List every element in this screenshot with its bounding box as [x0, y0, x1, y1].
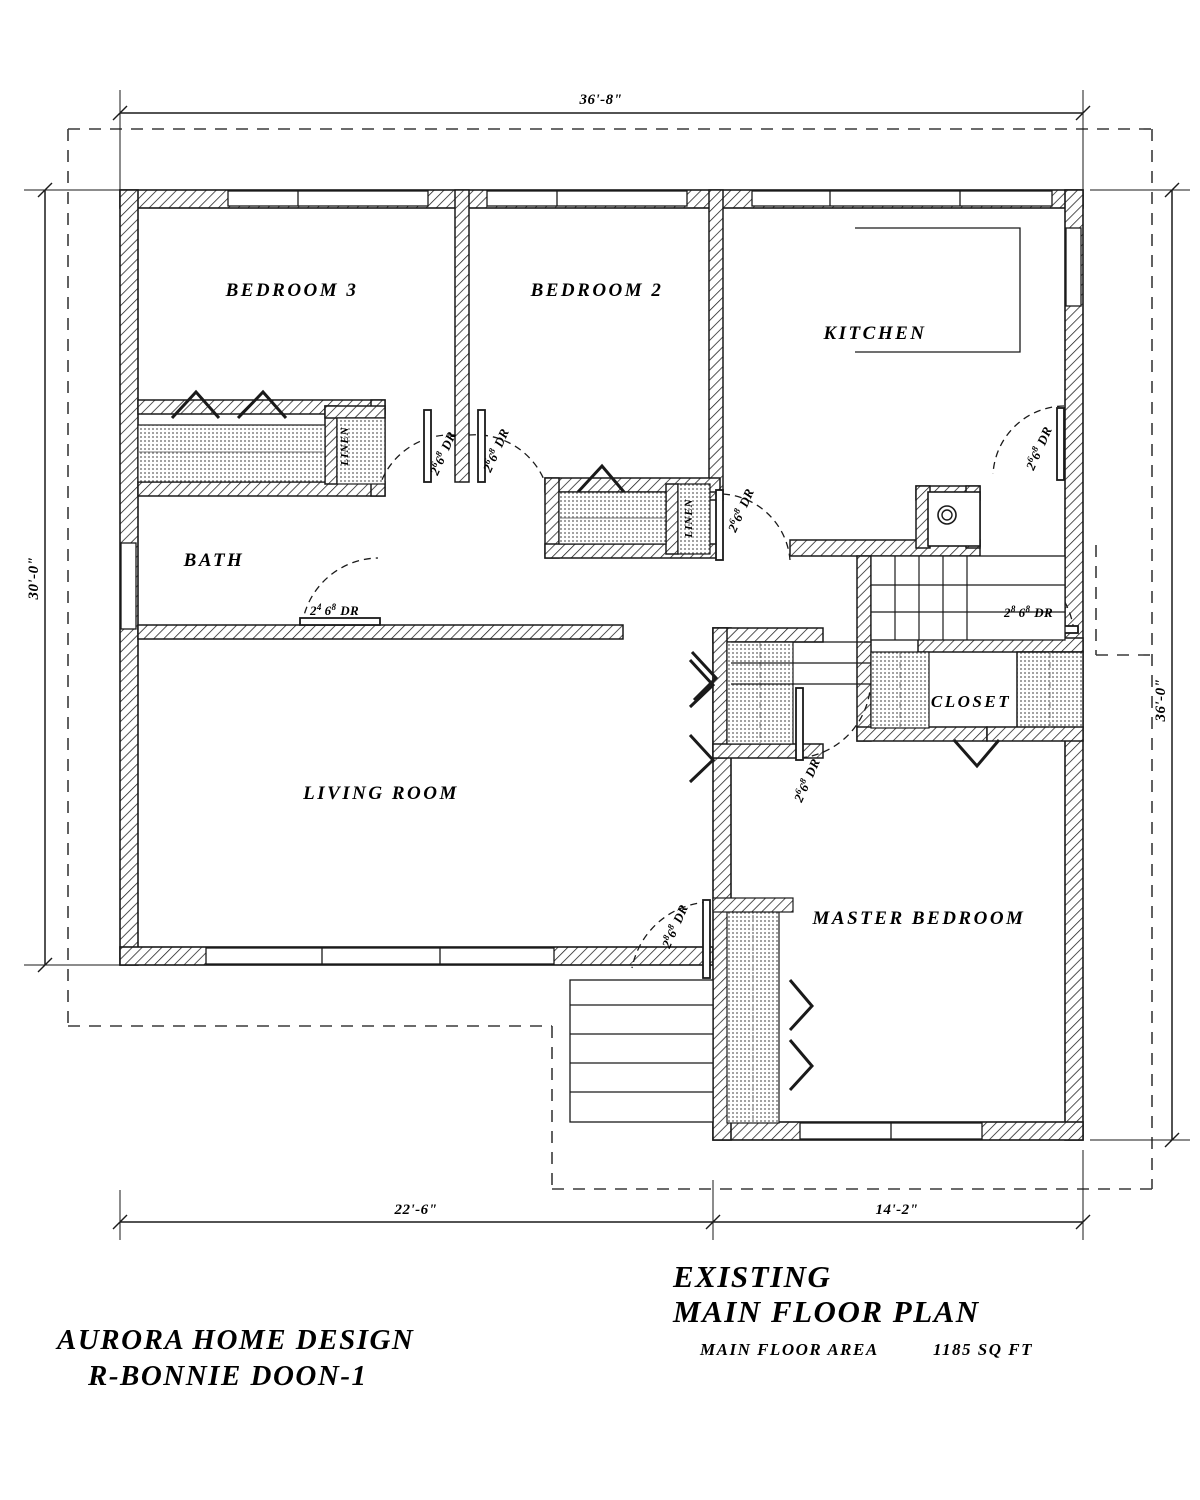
room-label-living-room: LIVING ROOM [302, 783, 459, 804]
door-label-linen2: 2668DR [723, 486, 757, 535]
plan-title-line2: MAIN FLOOR PLAN [672, 1294, 980, 1329]
dimension-bottom-left: 22'-6" [394, 1202, 438, 1218]
bifold-door-symbols [170, 389, 1001, 1092]
stairs-up [731, 555, 1066, 685]
stairs-down-front [569, 979, 714, 1123]
room-label-bedroom-2: BEDROOM 2 [530, 280, 664, 301]
closet-interiors [137, 417, 1051, 1124]
door-label-master: 2868DR [657, 902, 691, 951]
kitchen-counter [855, 227, 1021, 353]
dimension-bottom-right: 14'-2" [876, 1202, 919, 1218]
floor-area-label: MAIN FLOOR AREA [699, 1340, 879, 1359]
interior-walls [137, 189, 1084, 759]
company-name: AURORA HOME DESIGN [55, 1324, 414, 1356]
room-label-closet: CLOSET [931, 692, 1011, 711]
dimension-right: 36'-0" [1153, 679, 1169, 723]
room-label-bath: BATH [183, 550, 245, 571]
room-label-kitchen: KITCHEN [822, 323, 926, 344]
room-labels: BEDROOM 3 BEDROOM 2 KITCHEN BATH LIVING … [183, 280, 1026, 929]
windows [120, 190, 1082, 1140]
room-label-master-bedroom: MASTER BEDROOM [812, 908, 1026, 929]
dimension-left: 30'-0" [26, 557, 42, 601]
floor-area-value: 1185 SQ FT [933, 1340, 1033, 1359]
roof-overhang-outline [67, 128, 1153, 1190]
stair-newel-post [927, 491, 981, 547]
plan-code: R-BONNIE DOON-1 [87, 1360, 367, 1392]
dimension-labels: 36'-8" 30'-0" 36'-0" 22'-6" 14'-2" [26, 92, 1169, 1218]
linen-label-2: LINEN [683, 498, 695, 538]
linen-label-1: LINEN [339, 426, 351, 466]
title-block: EXISTING MAIN FLOOR PLAN MAIN FLOOR AREA… [55, 1259, 1033, 1392]
door-label-bed2: 2668DR [478, 426, 512, 475]
plan-title-line1: EXISTING [672, 1259, 831, 1294]
dimension-top: 36'-8" [579, 92, 623, 108]
room-label-bedroom-3: BEDROOM 3 [225, 280, 359, 301]
dimension-lines [24, 90, 1190, 1240]
door-label-hall: 2668DR [789, 756, 823, 805]
door-label-kitchen: 2668DR [1021, 424, 1055, 473]
linen-labels: LINEN LINEN [339, 426, 695, 538]
